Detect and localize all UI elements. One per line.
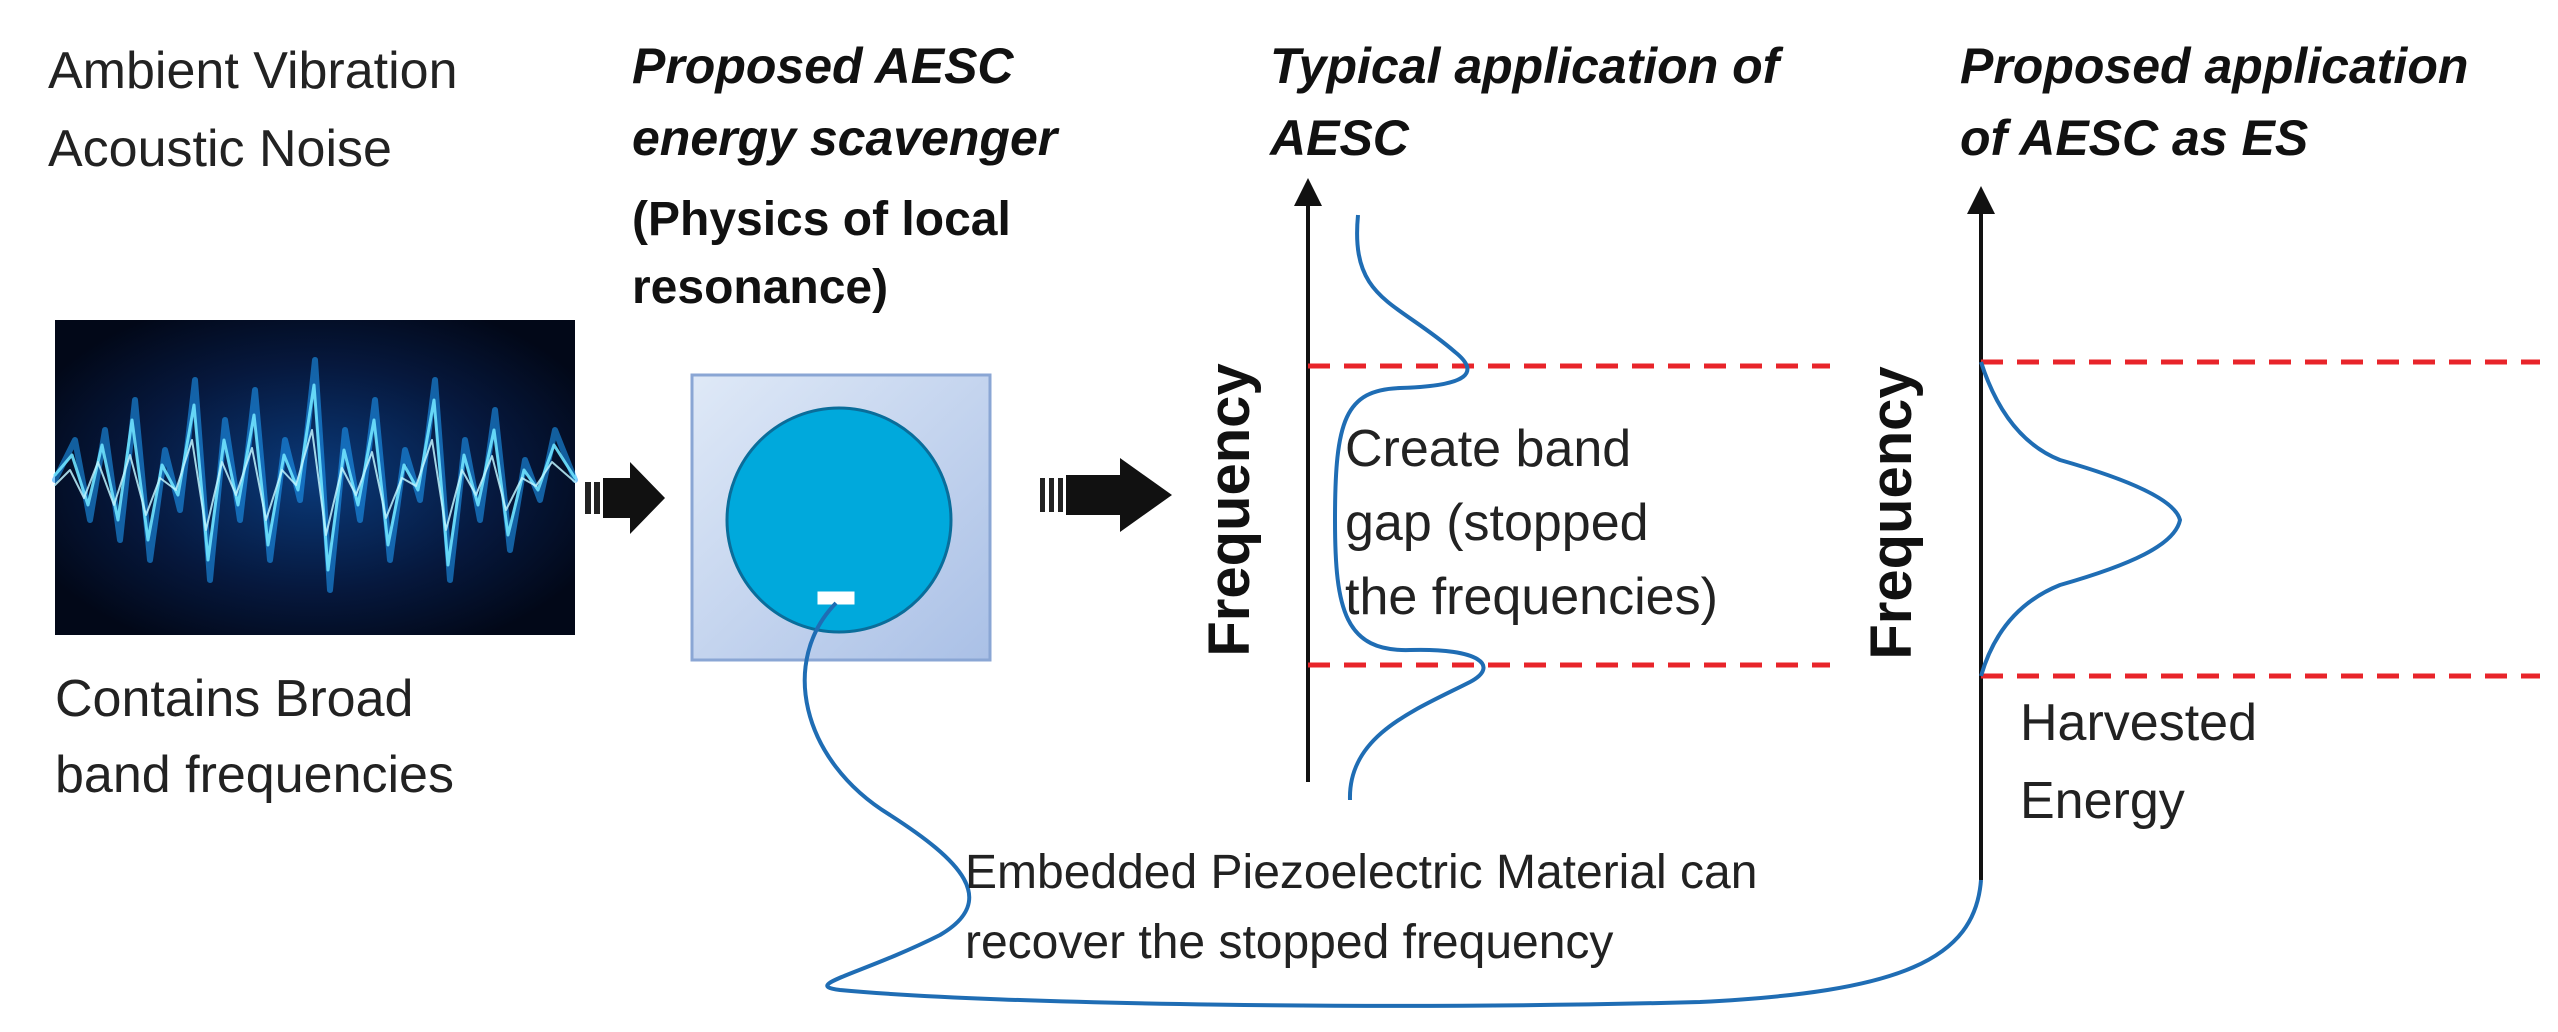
waveform-traces — [52, 357, 578, 593]
scavenger-heading-line2: energy scavenger — [632, 110, 1058, 166]
aesc-unit-cell — [690, 373, 992, 662]
source-label-line1: Ambient Vibration — [48, 42, 458, 100]
bandgap-chart — [1294, 178, 1830, 801]
bandgap-note-line1: Create band — [1345, 420, 1632, 478]
noise-waveform-image — [52, 320, 578, 635]
bandgap-note-line3: the frequencies) — [1345, 568, 1718, 626]
proposed-heading-line1: Proposed application — [1960, 38, 2469, 94]
arrow-icon — [1040, 458, 1172, 532]
bottom-caption-line2: recover the stopped frequency — [965, 916, 1614, 969]
harvested-note-line2: Energy — [2020, 772, 2185, 830]
typical-y-axis-label: Frequency — [1197, 363, 1262, 657]
source-label-line2: Acoustic Noise — [48, 120, 392, 178]
bandgap-note-line2: gap (stopped — [1345, 494, 1649, 552]
harvested-energy-curve — [1979, 361, 2183, 677]
scavenger-sub-line1: (Physics of local — [632, 193, 1011, 246]
transmission-curve — [1332, 214, 1486, 801]
source-caption-line2: band frequencies — [55, 746, 454, 804]
electrode-wire — [802, 601, 1983, 1008]
scavenger-sub-line2: resonance) — [632, 261, 889, 314]
source-caption-line1: Contains Broad — [55, 670, 414, 728]
arrow-icon — [585, 462, 665, 534]
harvested-note-line1: Harvested — [2020, 694, 2257, 752]
proposed-heading-line2: of AESC as ES — [1960, 110, 2309, 166]
harvest-chart — [1967, 186, 2540, 880]
typical-heading-line2: AESC — [1270, 110, 1409, 166]
proposed-y-axis-label: Frequency — [1859, 366, 1924, 660]
bottom-caption-line1: Embedded Piezoelectric Material can — [965, 846, 1758, 899]
typical-heading-line1: Typical application of — [1270, 38, 1780, 94]
scavenger-heading-line1: Proposed AESC — [632, 38, 1014, 94]
